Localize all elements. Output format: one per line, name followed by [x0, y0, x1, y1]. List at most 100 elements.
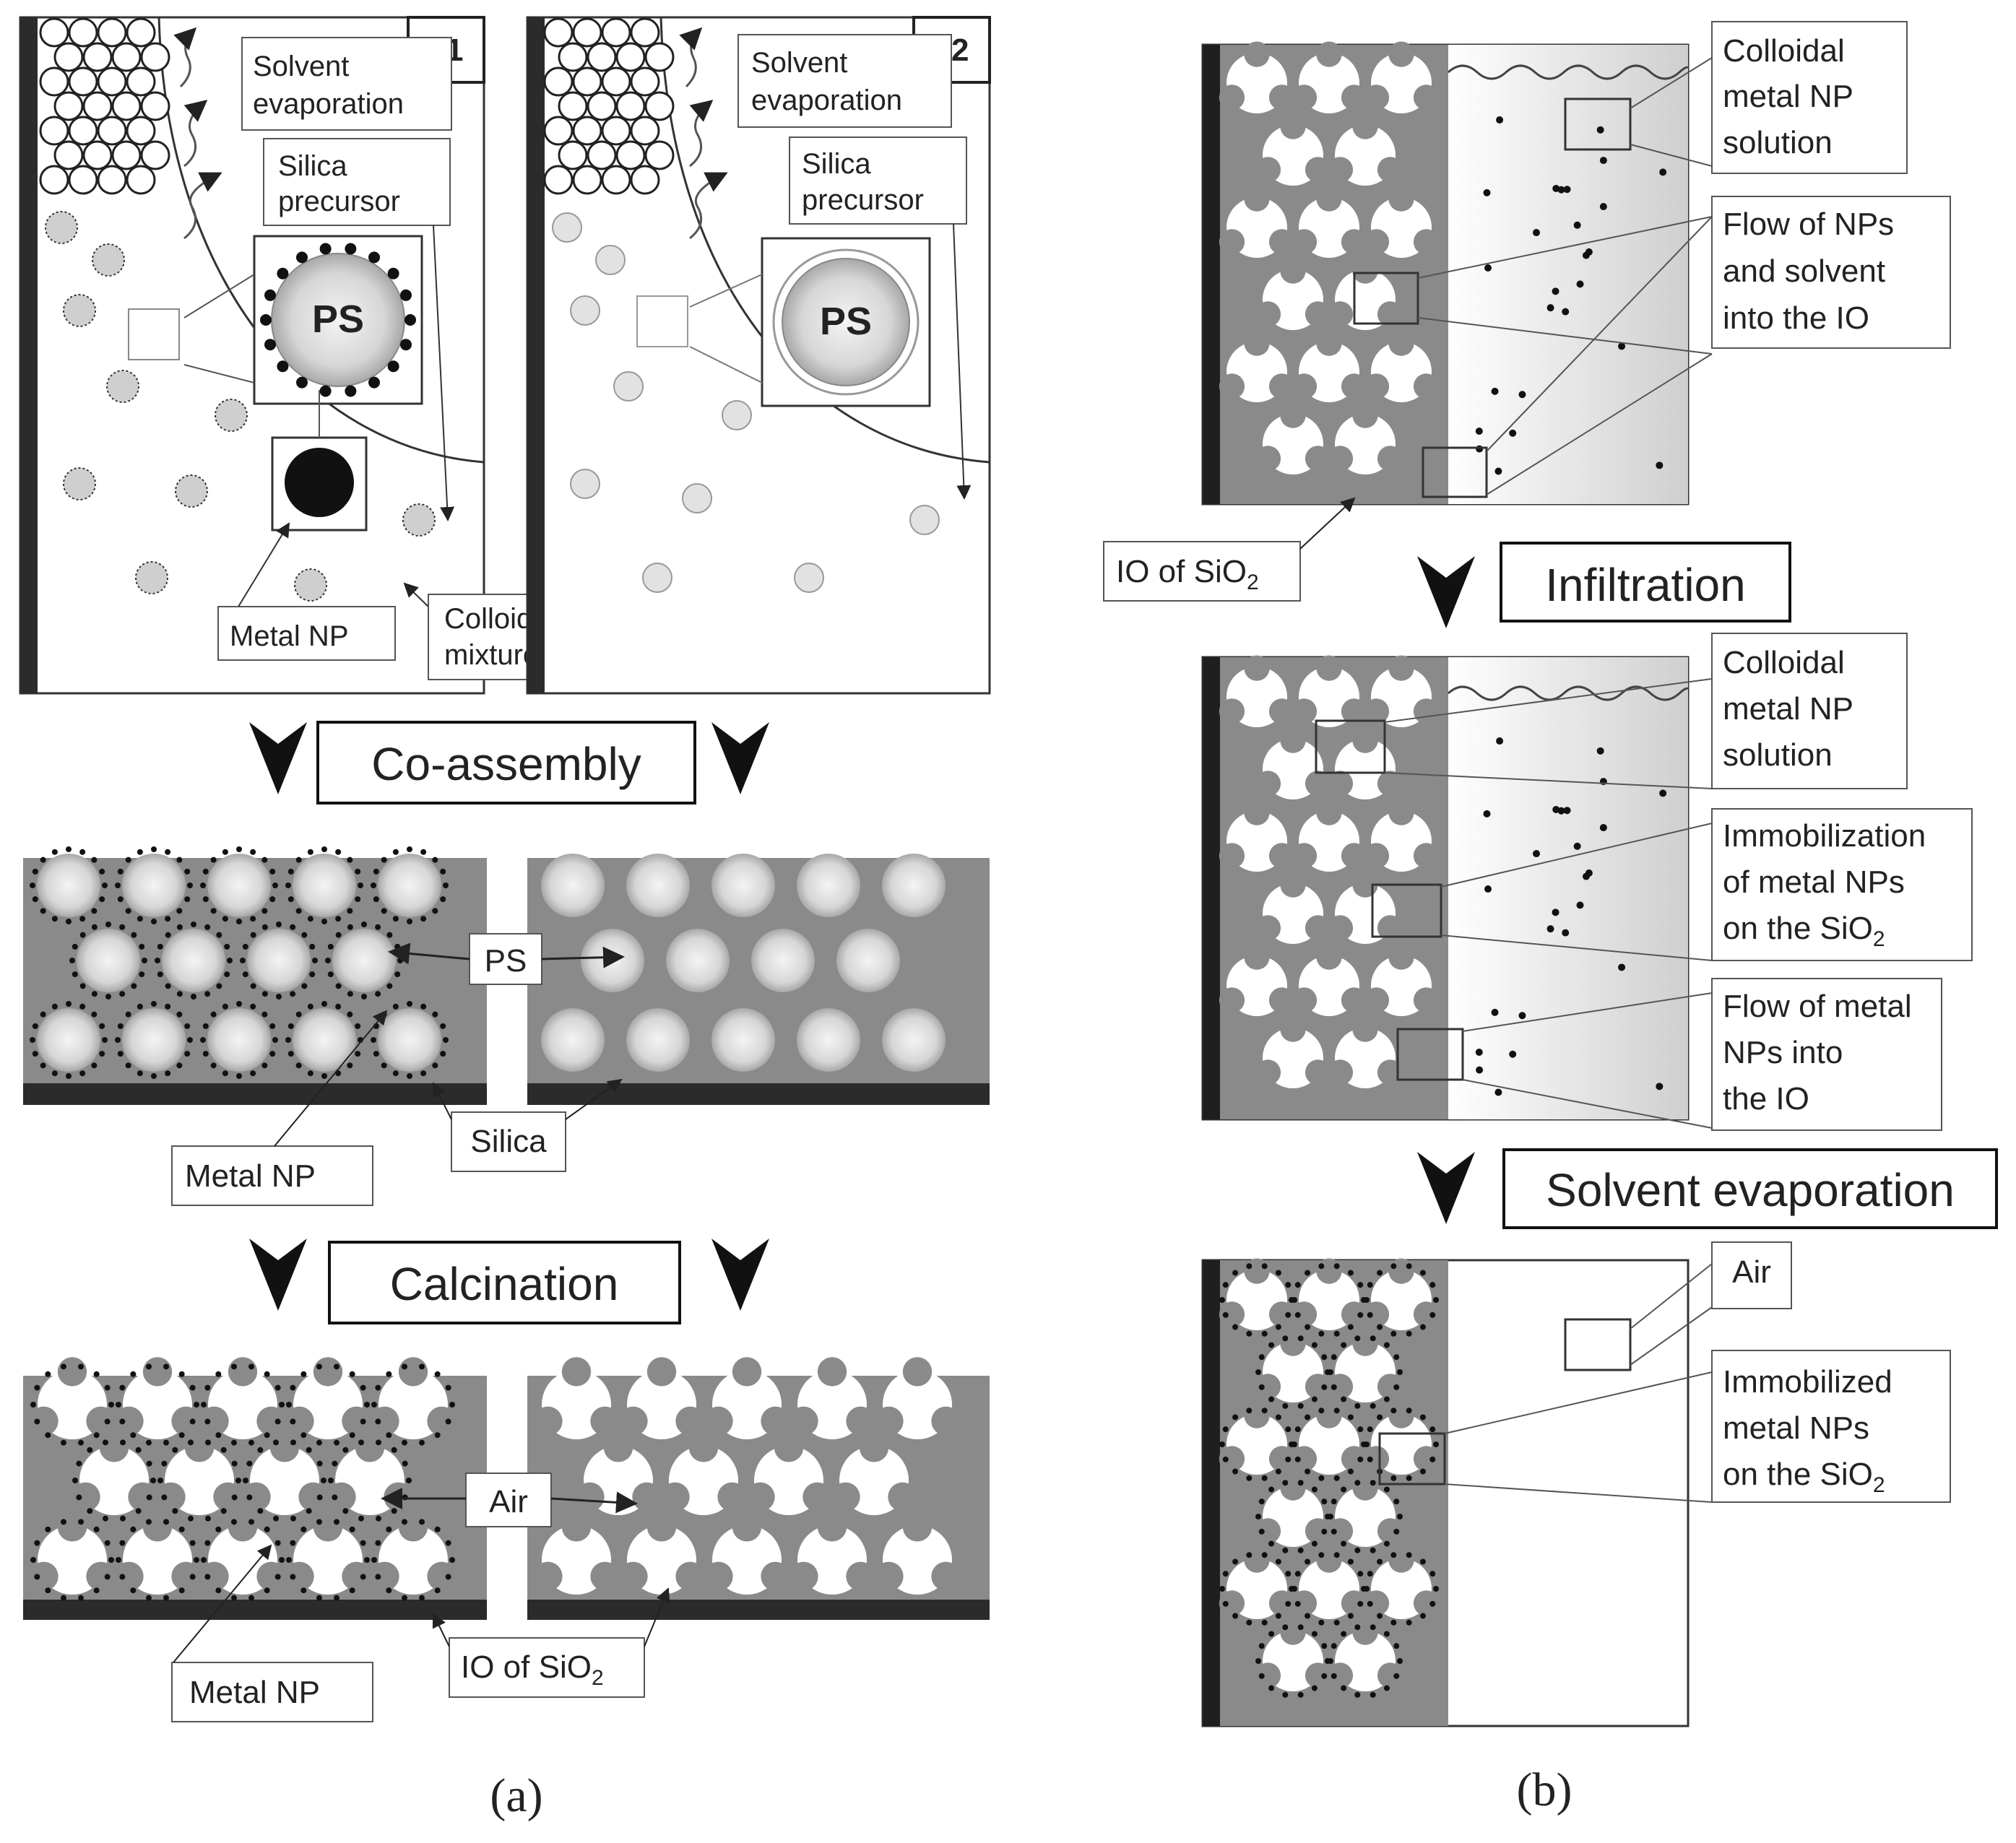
silica-wall: [1219, 1446, 1245, 1472]
metal-np: [391, 1508, 397, 1514]
ps-sphere: [587, 91, 617, 121]
ps-sphere: [122, 854, 186, 917]
metal-np: [1491, 1008, 1499, 1016]
metal-np: [1599, 157, 1607, 165]
label-flowm-1: Flow of metal: [1723, 989, 1912, 1024]
silica-wall: [846, 1406, 875, 1436]
metal-np: [1656, 461, 1664, 469]
ps-sphere: [162, 929, 225, 992]
silica-wall: [1280, 113, 1306, 139]
metal-np: [201, 1557, 207, 1563]
metal-np: [1367, 1311, 1373, 1318]
metal-np: [345, 243, 357, 255]
metal-np: [381, 1062, 387, 1069]
metal-np: [210, 908, 217, 914]
metal-np: [1258, 1673, 1265, 1679]
metal-np: [45, 1587, 51, 1594]
step-solvent-evaporation: Solvent evaporation: [1417, 1148, 1998, 1229]
metal-np: [1370, 1691, 1376, 1698]
metal-np: [316, 1494, 323, 1501]
metal-np: [1255, 1514, 1261, 1519]
ps-sphere: [543, 17, 574, 48]
silica-wall: [1305, 446, 1331, 472]
ps-particle: [552, 212, 582, 243]
metal-np: [60, 1595, 66, 1601]
substrate: [20, 17, 38, 693]
metal-np: [355, 1051, 361, 1057]
silica-wall: [1244, 330, 1270, 356]
metal-np: [264, 339, 277, 351]
silica-wall: [1316, 1402, 1342, 1428]
metal-np: [222, 916, 228, 922]
metal-np: [163, 1519, 170, 1525]
silica-wall: [1388, 1547, 1414, 1573]
ps-particle: [570, 295, 600, 326]
metal-np: [264, 1432, 270, 1439]
metal-np: [1318, 1619, 1325, 1626]
silica-wall: [603, 1433, 633, 1462]
silica-wall: [114, 1406, 144, 1436]
metal-np: [261, 857, 268, 863]
metal-np: [376, 1439, 382, 1446]
metal-np: [290, 1384, 296, 1391]
metal-np: [72, 971, 78, 978]
metal-np: [1357, 1426, 1364, 1433]
metal-np: [1318, 1330, 1325, 1337]
metal-np: [361, 921, 367, 927]
ps-sphere: [53, 42, 84, 72]
silica-wall: [888, 1482, 917, 1512]
metal-np: [264, 289, 277, 301]
metal-np: [1419, 1324, 1426, 1330]
silica-wall: [1255, 1518, 1281, 1544]
coated-ps-particle: [175, 474, 208, 508]
ps-sphere: [601, 165, 631, 195]
metal-np: [172, 1447, 178, 1453]
metal-np: [1341, 1396, 1347, 1402]
silica-wall: [590, 1406, 620, 1436]
ps-sphere: [836, 929, 900, 992]
metal-np: [345, 385, 357, 397]
panel-a: a1 Solvent evaporation Silica precursor …: [19, 16, 991, 1822]
silica-wall: [1291, 1446, 1318, 1472]
label-immob-1: Immobilization: [1723, 818, 1926, 854]
metal-np: [449, 1402, 455, 1408]
metal-np: [1383, 1631, 1390, 1637]
metal-np: [1311, 1486, 1318, 1493]
ps-sphere: [378, 1008, 441, 1072]
metal-np: [1532, 229, 1540, 237]
metal-np: [87, 1447, 93, 1453]
metal-np: [1341, 1685, 1347, 1691]
metal-np: [1261, 1263, 1268, 1270]
silica-wall: [1316, 330, 1342, 356]
metal-np: [319, 243, 332, 255]
metal-np: [1232, 1558, 1239, 1565]
metal-np: [279, 1402, 285, 1408]
metal-np: [1476, 1066, 1484, 1074]
step-co-assembly: Co-assembly: [249, 721, 769, 805]
metal-np: [135, 1508, 142, 1514]
silica-wall: [1341, 373, 1367, 399]
metal-np: [243, 1478, 248, 1483]
ps-sphere: [572, 165, 602, 195]
silica-wall: [342, 1406, 371, 1436]
ps-sphere: [126, 17, 156, 48]
metal-np: [334, 1363, 340, 1370]
silica-wall: [1219, 1301, 1245, 1327]
metal-np: [290, 1418, 296, 1425]
metal-np: [401, 1363, 407, 1370]
metal-np: [1222, 1311, 1229, 1318]
metal-np: [76, 1460, 82, 1467]
silica-wall: [1413, 698, 1440, 724]
ps-sphere: [882, 1008, 946, 1072]
metal-np: [1318, 1408, 1325, 1414]
metal-np: [1305, 1414, 1311, 1421]
metal-np: [1573, 842, 1581, 850]
silica-wall: [1255, 771, 1281, 797]
silica-wall: [732, 1512, 762, 1542]
metal-np: [432, 908, 438, 914]
silica-wall: [1219, 987, 1245, 1013]
metal-np: [1419, 1558, 1426, 1565]
metal-np: [1494, 467, 1502, 475]
metal-np: [1297, 1691, 1304, 1698]
